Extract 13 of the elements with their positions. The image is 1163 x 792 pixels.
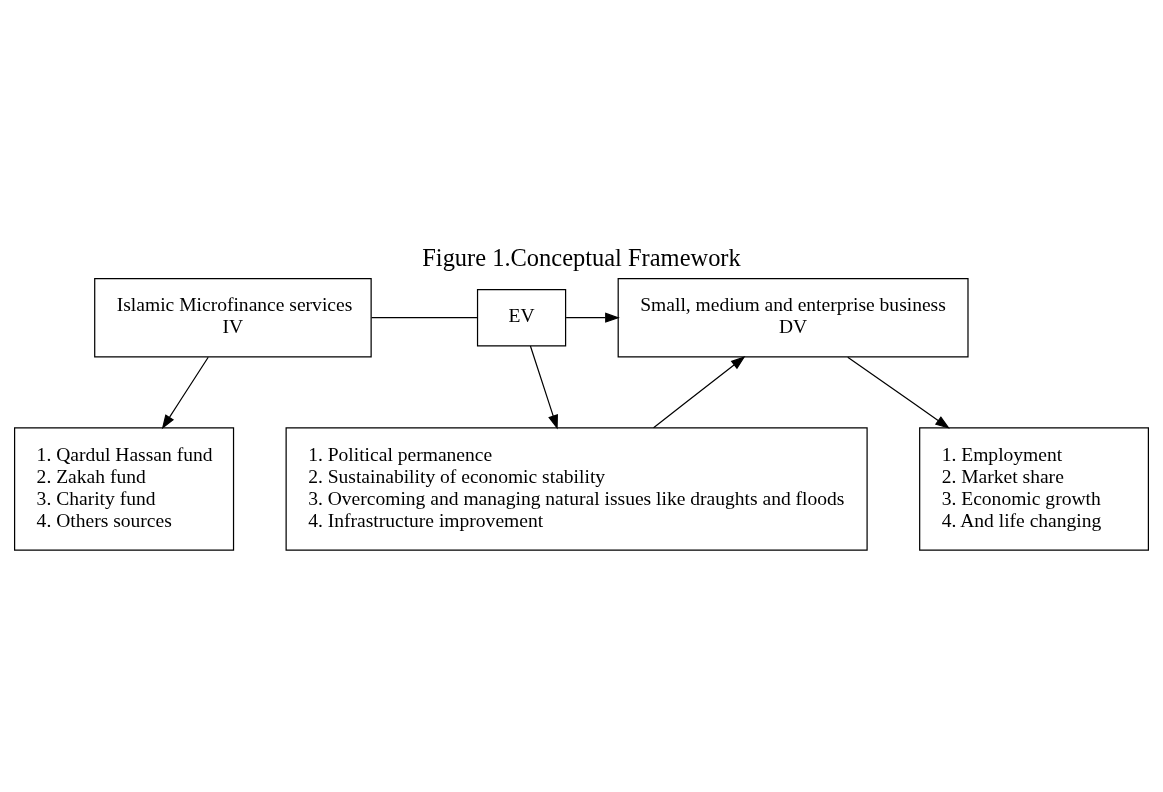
arrow xyxy=(847,356,950,429)
arrow xyxy=(652,356,746,429)
node-box: 1. Qardul Hassan fund 2. Zakah fund 3. Charity fund 4. Others sources xyxy=(14,427,235,551)
node-box: 1. Political permanence 2. Sustainability of economic stability 3. Overcoming and managing natural issues like draughts and floods 4. Infrastructure improvement xyxy=(285,427,868,551)
arrow xyxy=(565,312,620,323)
node-box: Small, medium and enterprise business DV xyxy=(617,277,969,358)
arrow xyxy=(529,345,558,430)
arrow xyxy=(161,356,209,430)
node-box: 1. Employment 2. Market share 3. Economic growth 4. And life changing xyxy=(919,427,1149,551)
diagram-title: Figure 1.Conceptual Framework xyxy=(422,244,741,272)
connector xyxy=(371,317,478,319)
node-box: Islamic Microfinance services IV xyxy=(94,277,372,358)
node-box: EV xyxy=(476,288,567,347)
